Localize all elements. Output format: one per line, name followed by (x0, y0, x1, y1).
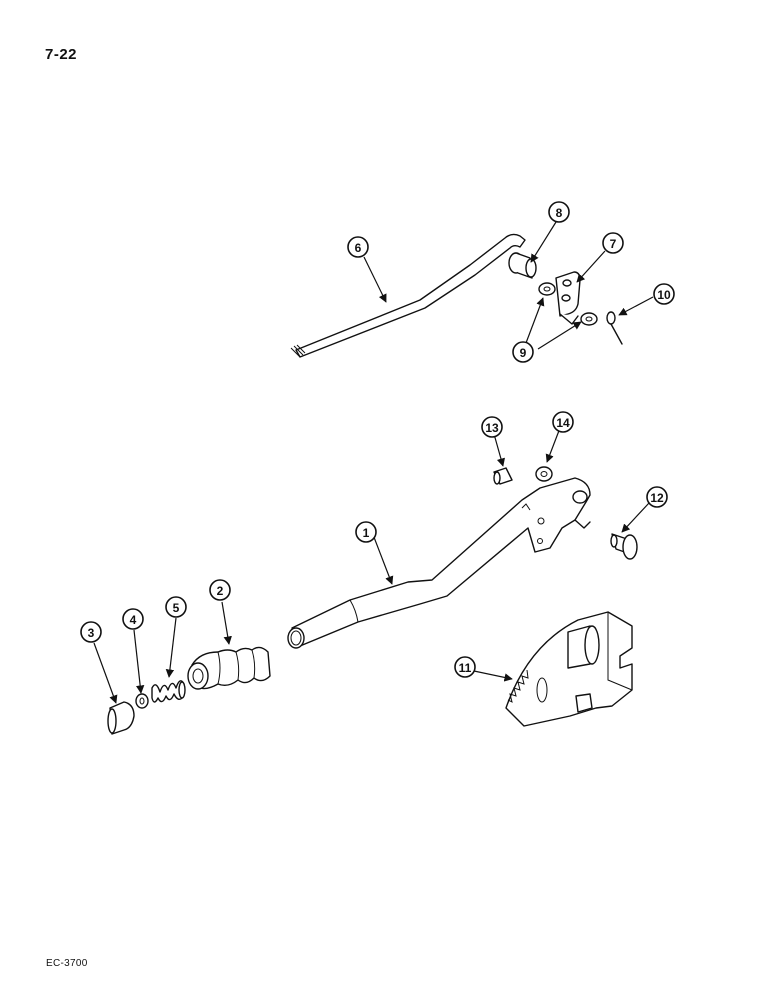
callout-6-label: 6 (355, 241, 362, 255)
callout-2-label: 2 (217, 584, 224, 598)
callout-1: 1 (355, 521, 377, 543)
callout-12: 12 (646, 486, 668, 508)
callout-7-label: 7 (610, 237, 617, 251)
part-8-pin (508, 252, 537, 279)
part-4-washer (135, 693, 149, 709)
part-6-rod (290, 233, 526, 358)
callout-5: 5 (165, 596, 187, 618)
callout-13: 13 (481, 416, 503, 438)
part-9-washers (538, 282, 598, 326)
part-11-quadrant-bracket (505, 611, 633, 727)
callout-2: 2 (209, 579, 231, 601)
callout-8-label: 8 (556, 206, 563, 220)
leader-lines (93, 221, 654, 704)
callout-12-label: 12 (650, 491, 664, 505)
callout-4: 4 (122, 608, 144, 630)
callout-3: 3 (80, 621, 102, 643)
callout-10: 10 (653, 283, 675, 305)
callout-4-label: 4 (130, 613, 137, 627)
callout-9: 9 (512, 341, 534, 363)
figure-code: EC-3700 (46, 958, 88, 969)
part-3-cap (107, 701, 135, 735)
callout-11-label: 11 (459, 661, 472, 675)
part-13-roll-pin (493, 467, 513, 485)
callout-11: 11 (454, 656, 476, 678)
callout-8: 8 (548, 201, 570, 223)
part-2-boot (187, 646, 271, 690)
callout-9-label: 9 (520, 346, 527, 360)
part-5-spring (151, 680, 186, 703)
callout-7: 7 (602, 232, 624, 254)
part-12-clevis-pin (610, 533, 638, 560)
callout-6: 6 (347, 236, 369, 258)
callout-14: 14 (552, 411, 574, 433)
callout-14-label: 14 (556, 416, 570, 430)
part-10-cotter-pin (606, 311, 623, 345)
part-1-lever (287, 477, 591, 649)
callout-5-label: 5 (173, 601, 180, 615)
part-14-washer (535, 466, 553, 482)
page-number: 7-22 (45, 46, 78, 63)
callout-3-label: 3 (88, 626, 95, 640)
part-7-plate (555, 271, 581, 325)
callout-13-label: 13 (485, 421, 499, 435)
callout-10-label: 10 (657, 288, 671, 302)
callout-1-label: 1 (363, 526, 370, 540)
